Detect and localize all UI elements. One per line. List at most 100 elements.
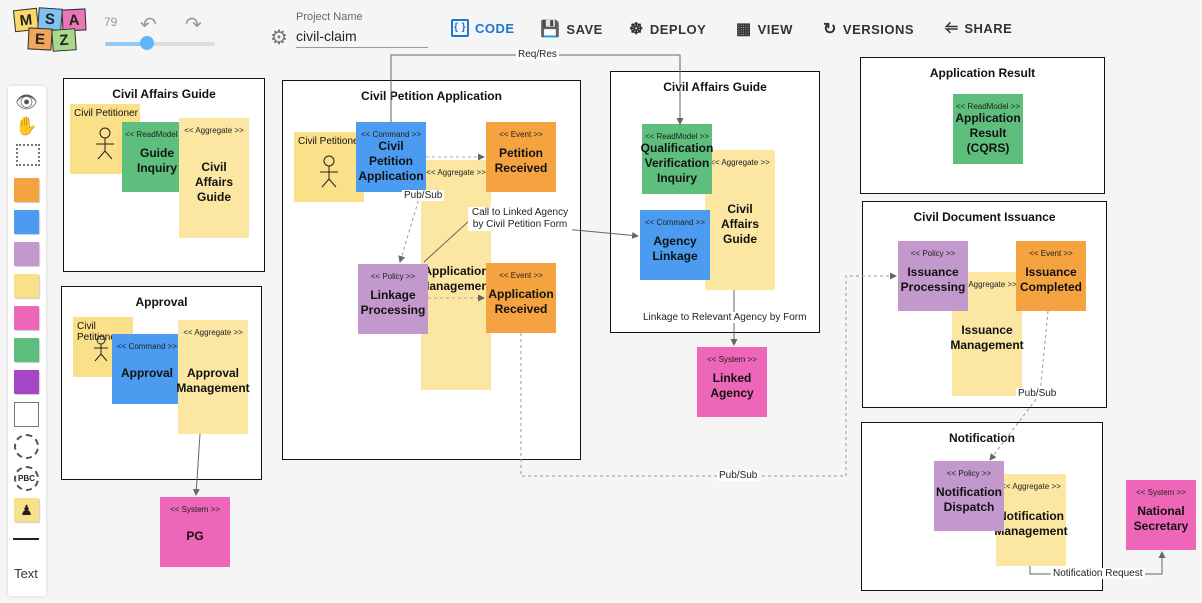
sticky-name: Civil Petition Application	[358, 138, 424, 183]
stereotype-label: << Aggregate >>	[957, 280, 1017, 289]
deploy-label: DEPLOY	[649, 21, 707, 37]
sticky-name: Issuance Completed	[1019, 265, 1082, 294]
policy-sticky[interactable]: << Policy >> Notification Dispatch	[934, 461, 1004, 531]
external-system-sticky-pg[interactable]: << System >> PG	[160, 497, 230, 567]
command-sticky[interactable]: << Command >> Approval	[112, 334, 182, 404]
versions-button[interactable]: ↻ VERSIONS	[823, 19, 914, 39]
readmodel-sticky-tool[interactable]	[14, 338, 39, 362]
sticky-name: Application Received	[488, 287, 554, 316]
stereotype-label: << Event >>	[499, 130, 543, 139]
stereotype-label: << ReadModel >>	[955, 102, 1021, 111]
deploy-button[interactable]: ☸ DEPLOY	[629, 19, 706, 39]
sticky-name: PG	[186, 528, 204, 543]
bounded-context-title: Civil Document Issuance	[913, 210, 1056, 224]
sticky-name: Petition Received	[494, 146, 548, 175]
share-button[interactable]: ⥢ SHARE	[945, 19, 1012, 37]
aggregate-sticky[interactable]: << Aggregate >> Approval Management	[176, 320, 250, 434]
external-sticky-tool[interactable]	[14, 306, 39, 330]
zoom-slider-track[interactable]	[105, 42, 215, 46]
aggregate-sticky[interactable]: << Aggregate >> Civil Affairs Guide	[705, 150, 775, 290]
note-tool-icon[interactable]	[14, 402, 39, 427]
actor-figure-icon	[94, 335, 108, 362]
stereotype-label: << ReadModel >>	[644, 132, 710, 141]
stereotype-label: << System >>	[707, 355, 757, 364]
stereotype-label: << Policy >>	[370, 272, 416, 281]
actor-tool-icon[interactable]: ♟	[14, 498, 39, 522]
project-name-input[interactable]	[296, 25, 428, 48]
sticky-name: Issuance Processing	[900, 265, 966, 294]
aggregate-sticky-tool[interactable]	[14, 274, 39, 298]
undo-icon[interactable]: ↶	[140, 14, 157, 36]
view-icon: ▦	[736, 21, 752, 38]
connector-label: Pub/Sub	[717, 470, 760, 481]
connector-label: Call to Linked Agency by Civil Petition …	[468, 207, 572, 231]
sticky-name: Issuance Management	[950, 323, 1024, 352]
save-icon: 💾	[540, 21, 561, 38]
ui-sticky-tool[interactable]	[14, 370, 39, 394]
project-name-label: Project Name	[296, 11, 363, 23]
external-system-sticky-national-secretary[interactable]: << System >> National Secretary	[1126, 480, 1196, 550]
command-sticky[interactable]: << Command >> Civil Petition Application	[356, 122, 426, 192]
command-sticky[interactable]: << Command >> Agency Linkage	[640, 210, 710, 280]
policy-sticky[interactable]: << Policy >> Issuance Processing	[898, 241, 968, 311]
text-tool[interactable]: Text	[12, 566, 40, 590]
policy-sticky[interactable]: << Policy >> Linkage Processing	[358, 264, 428, 334]
bounded-context-title: Civil Petition Application	[361, 89, 502, 103]
bounded-context-title: Application Result	[929, 66, 1036, 80]
readmodel-sticky[interactable]: << ReadModel >> Qualification Verificati…	[640, 124, 714, 194]
versions-icon: ↻	[823, 21, 837, 38]
bounded-context-tool-icon[interactable]	[14, 434, 39, 459]
select-area-icon[interactable]	[16, 144, 40, 166]
policy-sticky-tool[interactable]	[14, 242, 39, 266]
counter-text: 79	[104, 15, 118, 29]
redo-icon[interactable]: ↷	[185, 14, 202, 36]
connector-label: Req/Res	[516, 49, 559, 60]
bounded-context-title: Notification	[949, 431, 1015, 445]
hand-icon[interactable]: ✋	[15, 116, 38, 136]
readmodel-sticky[interactable]: << ReadModel >> Application Result (CQRS…	[953, 94, 1023, 164]
share-icon: ⥢	[945, 19, 959, 36]
command-sticky-tool[interactable]	[14, 210, 39, 234]
stereotype-label: << Command >>	[360, 130, 422, 139]
aggregate-sticky[interactable]: << Aggregate >> Civil Affairs Guide	[179, 118, 249, 238]
text-tool-label: Text	[14, 566, 38, 581]
connector-pub-sub-3	[989, 310, 1049, 461]
code-label: CODE	[475, 20, 515, 36]
sticky-name: National Secretary	[1133, 504, 1189, 533]
stereotype-label: << Policy >>	[946, 469, 992, 478]
event-sticky[interactable]: << Event >> Issuance Completed	[1016, 241, 1086, 311]
zoom-slider-knob[interactable]	[140, 36, 154, 50]
eye-icon[interactable]: 👁	[15, 92, 38, 112]
save-button[interactable]: 💾 SAVE	[540, 19, 603, 39]
sticky-name: Qualification Verification Inquiry	[640, 140, 714, 185]
stereotype-label: << System >>	[1136, 488, 1186, 497]
event-sticky[interactable]: << Event >> Application Received	[486, 263, 556, 333]
stereotype-label: << Command >>	[644, 218, 706, 227]
actor-figure-icon	[96, 127, 114, 160]
gear-icon[interactable]: ⚙	[270, 27, 288, 49]
event-sticky-tool[interactable]	[14, 178, 39, 202]
event-sticky[interactable]: << Event >> Petition Received	[486, 122, 556, 192]
connector-approval-pg	[192, 433, 201, 496]
save-label: SAVE	[566, 21, 603, 37]
actor-sticky[interactable]: Civil Petitioner	[294, 132, 364, 202]
sticky-name: Application Management	[419, 264, 493, 293]
pbc-tool-icon[interactable]: PBC	[14, 466, 39, 491]
sticky-name: Approval	[120, 365, 173, 380]
pbc-label: PBC	[18, 474, 35, 483]
sticky-name: Application Result (CQRS)	[955, 110, 1021, 155]
sticky-name: Agency Linkage	[652, 234, 698, 263]
connector-label: Notification Request	[1051, 568, 1145, 579]
code-button[interactable]: { } CODE	[451, 19, 515, 37]
logo-letter: Z	[51, 28, 77, 52]
view-button[interactable]: ▦ VIEW	[736, 19, 793, 39]
view-label: VIEW	[757, 21, 793, 37]
code-icon: { }	[451, 19, 469, 37]
sticky-name: Notification Management	[994, 509, 1068, 538]
aggregate-sticky[interactable]: << Aggregate >> Notification Management	[994, 474, 1068, 566]
line-tool-icon[interactable]	[13, 538, 39, 540]
sticky-name: Guide Inquiry	[136, 146, 177, 175]
external-system-sticky-linked-agency[interactable]: << System >> Linked Agency	[697, 347, 767, 417]
top-toolbar: M S A E Z 79 ↶ ↷ ⚙ Project Name { } CODE…	[0, 0, 1202, 58]
sticky-name: Approval Management	[176, 366, 250, 395]
